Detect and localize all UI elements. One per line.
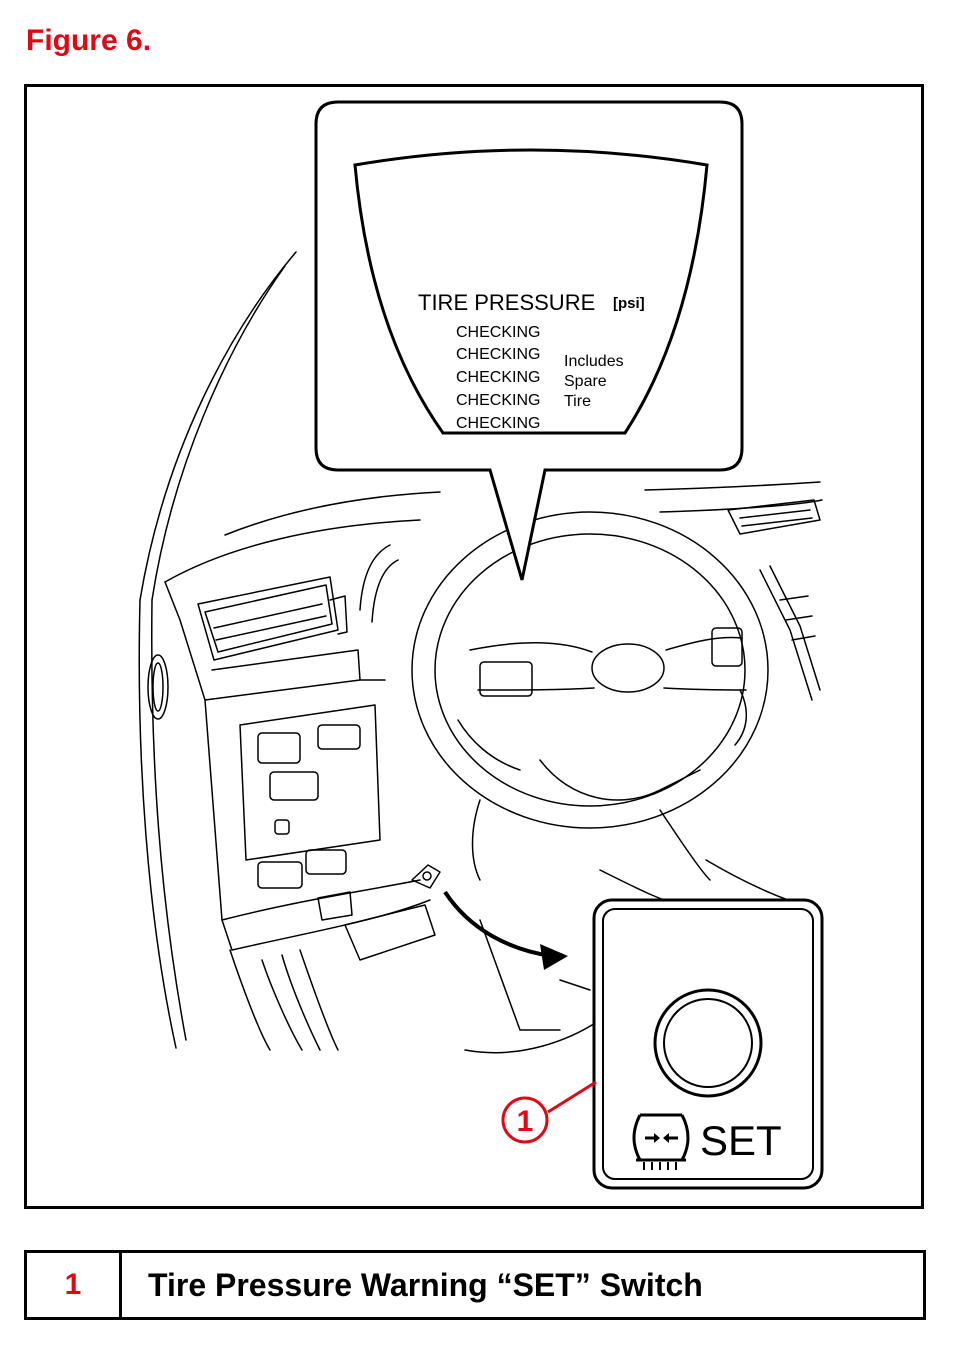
display-row: CHECKING [456,392,540,409]
display-note-line: Spare [564,373,607,390]
display-heading: TIRE PRESSURE [418,290,595,315]
pointer-arrow [443,890,568,970]
display-note-line: Includes [564,353,624,370]
dashboard-linework [138,251,823,1054]
tire-pressure-warning-icon [632,1113,690,1170]
display-text: TIRE PRESSURE [psi] CHECKING CHECKING CH… [418,290,645,432]
callout-number: 1 [517,1105,534,1138]
display-unit: [psi] [613,295,645,312]
display-note-line: Tire [564,393,591,410]
set-label: SET [700,1117,782,1164]
figure-title: Figure 6. [26,24,152,57]
display-row: CHECKING [456,324,540,341]
display-callout [314,100,744,581]
set-switch-button[interactable] [653,988,763,1098]
display-row: CHECKING [456,415,540,432]
callout-marker: 1 [501,1080,597,1144]
legend-description: Tire Pressure Warning “SET” Switch [148,1266,703,1303]
set-switch-panel: SET [592,898,824,1190]
display-row: CHECKING [456,369,540,386]
display-row: CHECKING [456,346,540,363]
legend-table: 1 Tire Pressure Warning “SET” Switch [24,1250,926,1320]
legend-number: 1 [27,1253,122,1317]
